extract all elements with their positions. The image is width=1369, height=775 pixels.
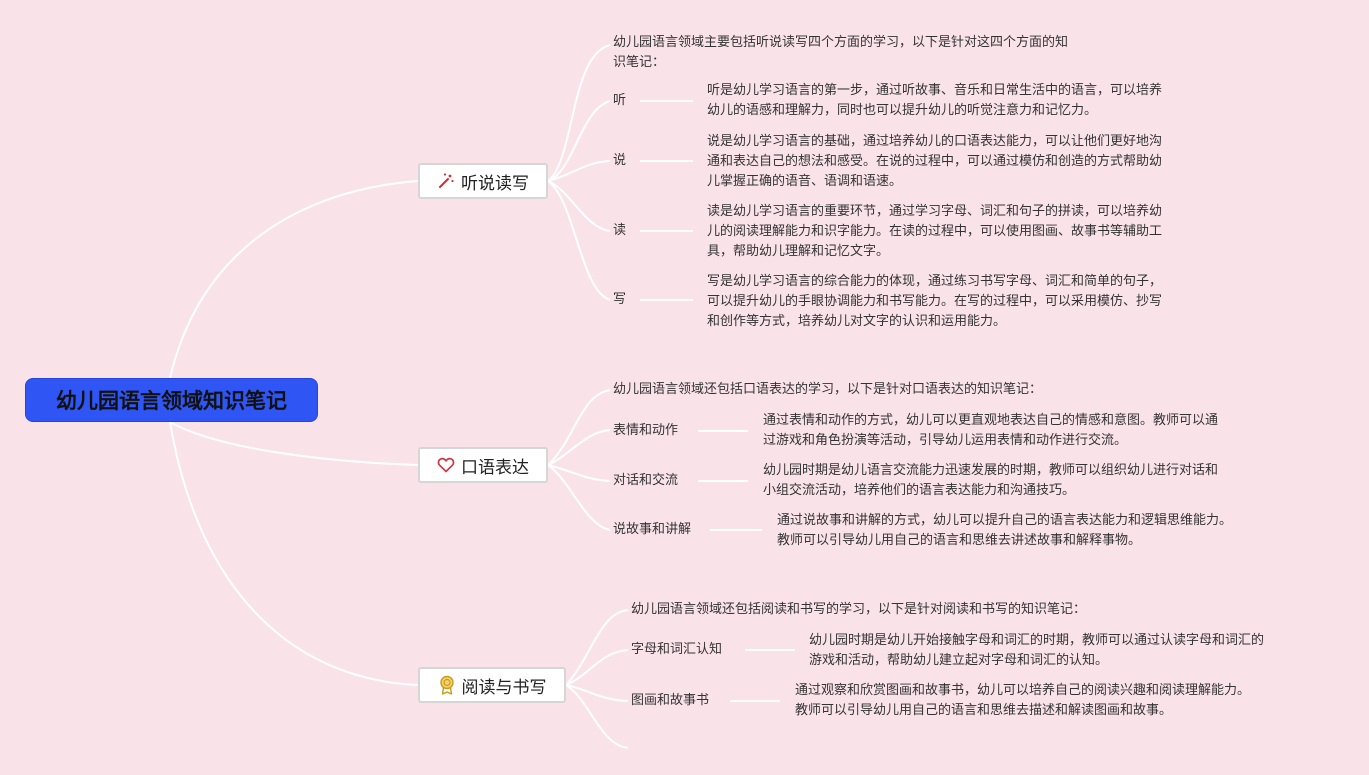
branch-label: 听说读写	[461, 173, 529, 194]
topic-text-line: 幼儿园时期是幼儿开始接触字母和词汇的时期，教师可以通过认读字母和词汇的	[809, 633, 1265, 648]
topic-text-line: 儿的阅读理解能力和识字能力。在读的过程中，可以使用图画、故事书等辅助工	[707, 224, 1163, 239]
branch-oral-expression[interactable]: 口语表达	[418, 447, 548, 483]
topic-text-line: 小组交流活动，培养他们的语言表达能力和沟通技巧。	[763, 483, 1076, 498]
topic-text-line: 教师可以引导幼儿用自己的语言和思维去讲述故事和解释事物。	[777, 533, 1142, 548]
topic-label-speak[interactable]: 说	[613, 153, 627, 168]
topic-text-line: 具，帮助幼儿理解和记忆文字。	[707, 244, 890, 259]
topic-text-line: 读是幼儿学习语言的重要环节，通过学习字母、词汇和句子的拼读，可以培养幼	[707, 204, 1163, 219]
topic-label-storytelling[interactable]: 说故事和讲解	[613, 522, 692, 537]
topic-text-line: 游戏和活动，帮助幼儿建立起对字母和词汇的认知。	[809, 653, 1109, 668]
branch-label: 阅读与书写	[461, 677, 547, 698]
topic-text-line: 写是幼儿学习语言的综合能力的体现，通过练习书写字母、词汇和简单的句子，	[707, 274, 1163, 289]
branch-reading-and-writing[interactable]: 阅读与书写	[418, 667, 566, 703]
branch-label: 口语表达	[461, 457, 529, 478]
topic-text-line: 教师可以引导幼儿用自己的语言和思维去描述和解读图画和故事。	[795, 703, 1173, 718]
topic-text-line: 幼儿园时期是幼儿语言交流能力迅速发展的时期，教师可以组织幼儿进行对话和	[763, 463, 1219, 478]
magic-wand-icon	[437, 172, 455, 190]
topic-text-line: 通过观察和欣赏图画和故事书，幼儿可以培养自己的阅读兴趣和阅读理解能力。	[795, 683, 1251, 698]
topic-text-line: 可以提升幼儿的手眼协调能力和书写能力。在写的过程中，可以采用模仿、抄写	[707, 294, 1163, 309]
topic-text-line: 说是幼儿学习语言的基础，通过培养幼儿的口语表达能力，可以让他们更好地沟	[707, 134, 1163, 149]
root-title: 幼儿园语言领域知识笔记	[56, 389, 287, 413]
topic-text-line: 和创作等方式，培养幼儿对文字的认识和运用能力。	[707, 314, 1007, 329]
topic-text-line: 过游戏和角色扮演等活动，引导幼儿运用表情和动作进行交流。	[763, 433, 1128, 448]
topic-label-expression-and-action[interactable]: 表情和动作	[613, 423, 679, 438]
heart-icon	[437, 456, 455, 474]
topic-text-line: 听是幼儿学习语言的第一步，通过听故事、音乐和日常生活中的语言，可以培养	[707, 83, 1163, 98]
branch-intro-line: 幼儿园语言领域还包括阅读和书写的学习，以下是针对阅读和书写的知识笔记：	[631, 602, 1087, 617]
topic-label-listen[interactable]: 听	[613, 93, 627, 108]
topic-text-line: 通过表情和动作的方式，幼儿可以更直观地表达自己的情感和意图。教师可以通	[763, 413, 1219, 428]
branch-intro-line: 幼儿园语言领域还包括口语表达的学习，以下是针对口语表达的知识笔记：	[613, 382, 1043, 397]
branch-intro-line: 幼儿园语言领域主要包括听说读写四个方面的学习，以下是针对这四个方面的知	[613, 35, 1069, 50]
topic-label-picture-books[interactable]: 图画和故事书	[631, 693, 710, 708]
topic-text-line: 儿掌握正确的语音、语调和语速。	[707, 174, 903, 189]
topic-label-letter-and-vocabulary[interactable]: 字母和词汇认知	[631, 642, 723, 657]
topic-text-line: 幼儿的语感和理解力，同时也可以提升幼儿的听觉注意力和记忆力。	[707, 103, 1098, 118]
topic-label-read[interactable]: 读	[613, 223, 627, 238]
topic-text-line: 通过说故事和讲解的方式，幼儿可以提升自己的语言表达能力和逻辑思维能力。	[777, 513, 1233, 528]
branch-listen-speak-read-write[interactable]: 听说读写	[418, 163, 548, 199]
topic-label-write[interactable]: 写	[613, 292, 627, 307]
root-topic[interactable]: 幼儿园语言领域知识笔记	[25, 378, 318, 422]
topic-label-dialogue[interactable]: 对话和交流	[613, 473, 679, 488]
branch-intro-line: 识笔记：	[613, 55, 666, 70]
award-ribbon-icon	[438, 675, 456, 695]
topic-text-line: 通和表达自己的想法和感受。在说的过程中，可以通过模仿和创造的方式帮助幼	[707, 154, 1163, 169]
